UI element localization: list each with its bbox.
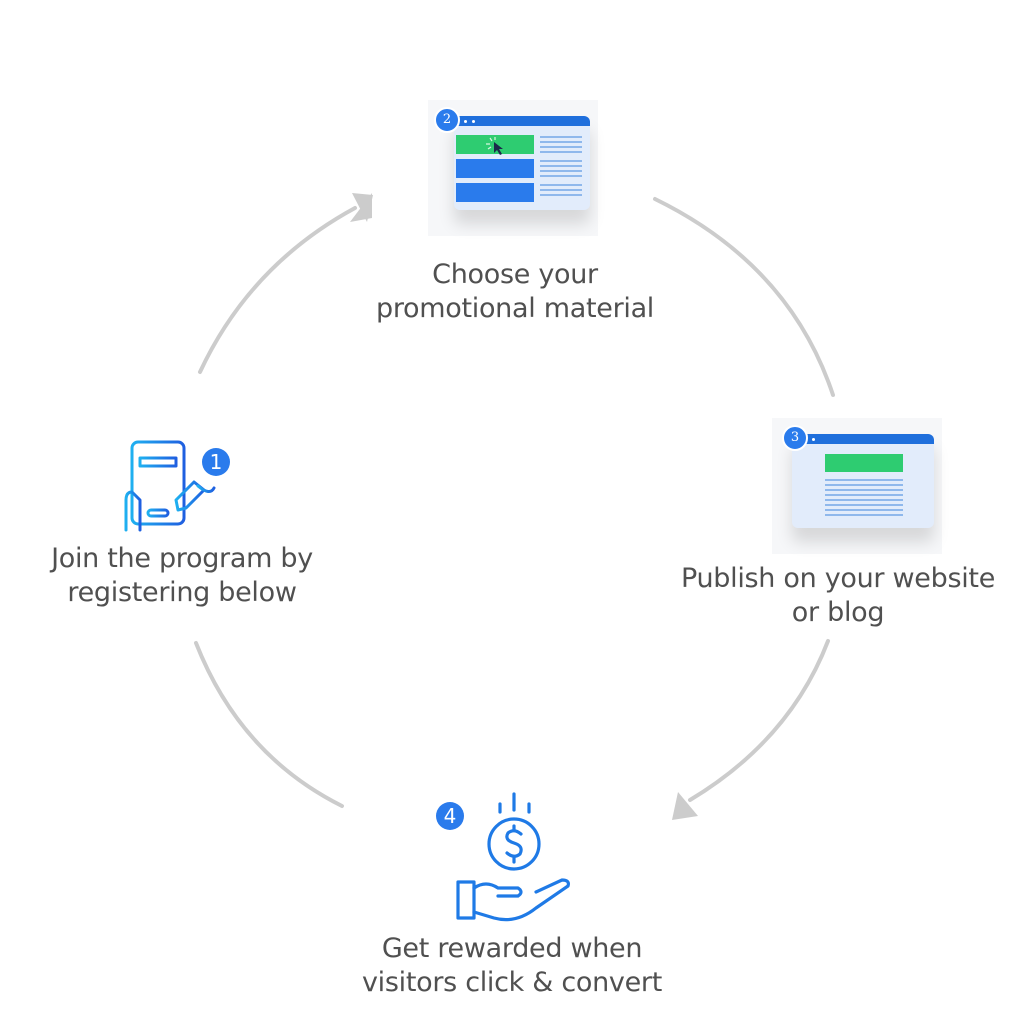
step-4-illustration: 4 [436,792,570,922]
arrowhead-top-left-fill [352,193,373,222]
step-2-label: Choose your promotional material [362,258,668,326]
arc-step2-to-step3 [653,197,835,397]
label-line: visitors click & convert [361,967,662,998]
step-number-badge: 1 [210,450,223,474]
text-lines [540,184,582,199]
label-line: Join the program by [51,543,313,574]
banner-option [456,159,534,178]
browser-titlebar [792,434,934,444]
step-number-badge: 3 [782,425,808,451]
step-3-label: Publish on your website or blog [660,562,1016,630]
step-number-badge-bg [436,802,464,830]
step-1-illustration: 1 [124,440,230,532]
step-number-badge-bg [202,448,230,476]
label-line: Publish on your website [680,563,996,594]
article-text-lines [825,479,903,519]
window-dot [472,120,475,123]
browser-window [792,434,934,528]
window-dot [464,120,467,123]
arrow-step1-to-step2 [198,206,357,374]
step-2-illustration: 2 [428,100,598,236]
tablet-signup-icon [124,440,216,532]
step-number-badge: 4 [444,804,457,828]
arrowhead-bottom-right [672,792,698,820]
cursor-click-icon [486,137,503,155]
browser-window [454,116,590,210]
step-number-badge: 2 [434,107,460,133]
label-line: promotional material [375,293,655,324]
window-dot [812,438,815,441]
published-banner [825,454,903,472]
step-1-label: Join the program by registering below [30,542,334,610]
step-3-illustration: 3 [772,418,942,554]
label-line: Choose your [432,259,598,290]
browser-titlebar [454,116,590,126]
label-line: Get rewarded when [381,933,643,964]
label-line: or blog [791,597,885,628]
arrow-step3-to-step4 [688,639,830,802]
banner-option [456,183,534,202]
text-lines [540,160,582,180]
arc-step4-to-step1 [194,641,344,808]
hand-coin-dollar-icon [456,792,570,922]
text-lines [540,136,582,156]
step-4-label: Get rewarded when visitors click & conve… [352,932,672,1000]
label-line: registering below [67,577,297,608]
